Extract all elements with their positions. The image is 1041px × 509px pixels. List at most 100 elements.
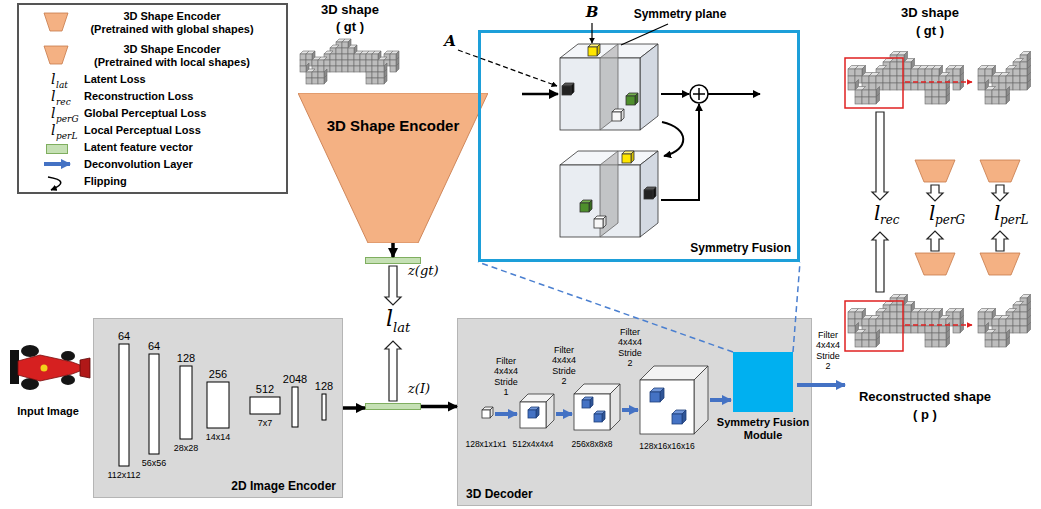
voxel-face	[342, 54, 348, 60]
hollow-arrow	[992, 231, 1008, 251]
label-slot: 256	[209, 368, 227, 381]
cube-face	[635, 93, 638, 105]
voxel-face	[992, 97, 999, 104]
voxel-face	[390, 60, 396, 66]
cube-face	[528, 410, 536, 418]
legend-text: Global Perceptual Loss	[84, 107, 206, 119]
cube-face	[571, 83, 574, 95]
voxel-face	[1013, 302, 1024, 306]
voxel-face	[911, 69, 918, 76]
voxel-face	[925, 97, 932, 104]
label-slot: l	[994, 202, 1000, 225]
voxel-face	[939, 316, 950, 320]
label-slot: ( p )	[913, 408, 937, 423]
vector-name: z(gt)	[408, 264, 462, 279]
voxel-face	[883, 76, 890, 83]
loss-symbol: l	[51, 71, 55, 87]
voxel-face	[925, 326, 932, 333]
voxel-face	[855, 97, 862, 104]
feature-size: 28x28	[174, 443, 199, 453]
encoder-icon	[915, 253, 955, 275]
voxel-face	[890, 319, 897, 326]
label-slot: 7x7	[258, 418, 273, 428]
label-slot: 128x16x16x16	[639, 442, 694, 452]
voxel-face	[354, 54, 360, 60]
feature-size: 7x7	[258, 418, 273, 428]
cube-face	[589, 200, 592, 212]
layer-block	[207, 382, 229, 428]
voxel-face	[366, 60, 372, 66]
voxel-face	[354, 60, 360, 66]
legend-text: Deconvolution Layer	[84, 158, 193, 170]
voxel-face	[932, 69, 939, 76]
deconv-arrow	[622, 408, 638, 412]
label-slot: Filter 4x4x4 Stride 2	[814, 330, 843, 371]
voxel-face	[848, 69, 855, 76]
cube-face	[653, 187, 656, 199]
car-wheel	[61, 375, 75, 385]
voxel-face	[939, 83, 946, 90]
voxel-face	[848, 312, 855, 319]
deconv-arrow	[797, 383, 845, 387]
voxel-crop	[978, 52, 1031, 105]
voxel-cube	[588, 44, 600, 56]
voxel-face	[848, 319, 855, 326]
voxel-face	[932, 312, 939, 319]
legend-note: (Pretrained with local shapes)	[94, 56, 250, 69]
voxel-face	[348, 54, 354, 60]
label-slot: 128x1x1x1	[465, 440, 506, 450]
voxel-face	[1006, 319, 1013, 326]
voxel-face	[932, 326, 939, 333]
cube-face	[594, 414, 602, 422]
voxel-face	[985, 69, 992, 76]
cube-face	[562, 86, 571, 95]
flip-arrow	[662, 122, 683, 156]
cube-face	[590, 397, 593, 408]
voxel-cube	[672, 410, 686, 424]
encoder-shape	[298, 93, 488, 243]
shape-caption: ( p )	[913, 408, 937, 423]
cube-face	[640, 380, 694, 434]
voxel-face	[883, 59, 894, 63]
voxel-face	[869, 76, 876, 83]
loss-subscript: lat	[393, 321, 410, 336]
encoder-icon	[980, 253, 1020, 275]
voxel-face	[999, 97, 1006, 104]
callout-letter: B	[586, 4, 599, 21]
label-slot: (Pretrained with local shapes)	[94, 56, 250, 69]
voxel-face	[876, 66, 887, 70]
voxel-face	[378, 57, 387, 60]
voxel-face	[985, 312, 992, 319]
loss-subscript: lat	[56, 80, 68, 90]
voxel-face	[378, 66, 384, 72]
voxel-face	[318, 60, 324, 66]
volume-cube	[640, 366, 708, 434]
voxel-face	[318, 78, 324, 84]
label-slot: ( gt )	[336, 20, 364, 35]
voxel-car	[848, 295, 964, 348]
encoder-layers	[119, 344, 326, 466]
fusion-art	[458, 23, 760, 237]
cube-face	[546, 394, 554, 428]
voxel-face	[1013, 312, 1020, 319]
flow-arrow	[391, 243, 395, 257]
voxel-face	[1006, 66, 1017, 70]
voxel-face	[1013, 69, 1020, 76]
label-slot: 64	[118, 330, 130, 343]
panel-title: Symmetry Fusion	[690, 242, 791, 256]
voxel-face	[932, 97, 939, 104]
flow-arrow	[343, 406, 365, 410]
car-wheel	[21, 345, 39, 357]
voxel-face	[848, 83, 855, 90]
input-car	[10, 345, 90, 390]
voxel-face	[918, 83, 925, 90]
hollow-arrow	[385, 341, 401, 401]
cube-face	[631, 151, 634, 163]
decoder-cubes	[482, 366, 845, 434]
voxel-face	[1020, 312, 1027, 319]
voxel-face	[869, 73, 880, 77]
cube-face	[621, 109, 624, 121]
sum-sign	[698, 88, 700, 100]
voxel-face	[985, 333, 992, 340]
voxel-face	[1027, 80, 1031, 91]
